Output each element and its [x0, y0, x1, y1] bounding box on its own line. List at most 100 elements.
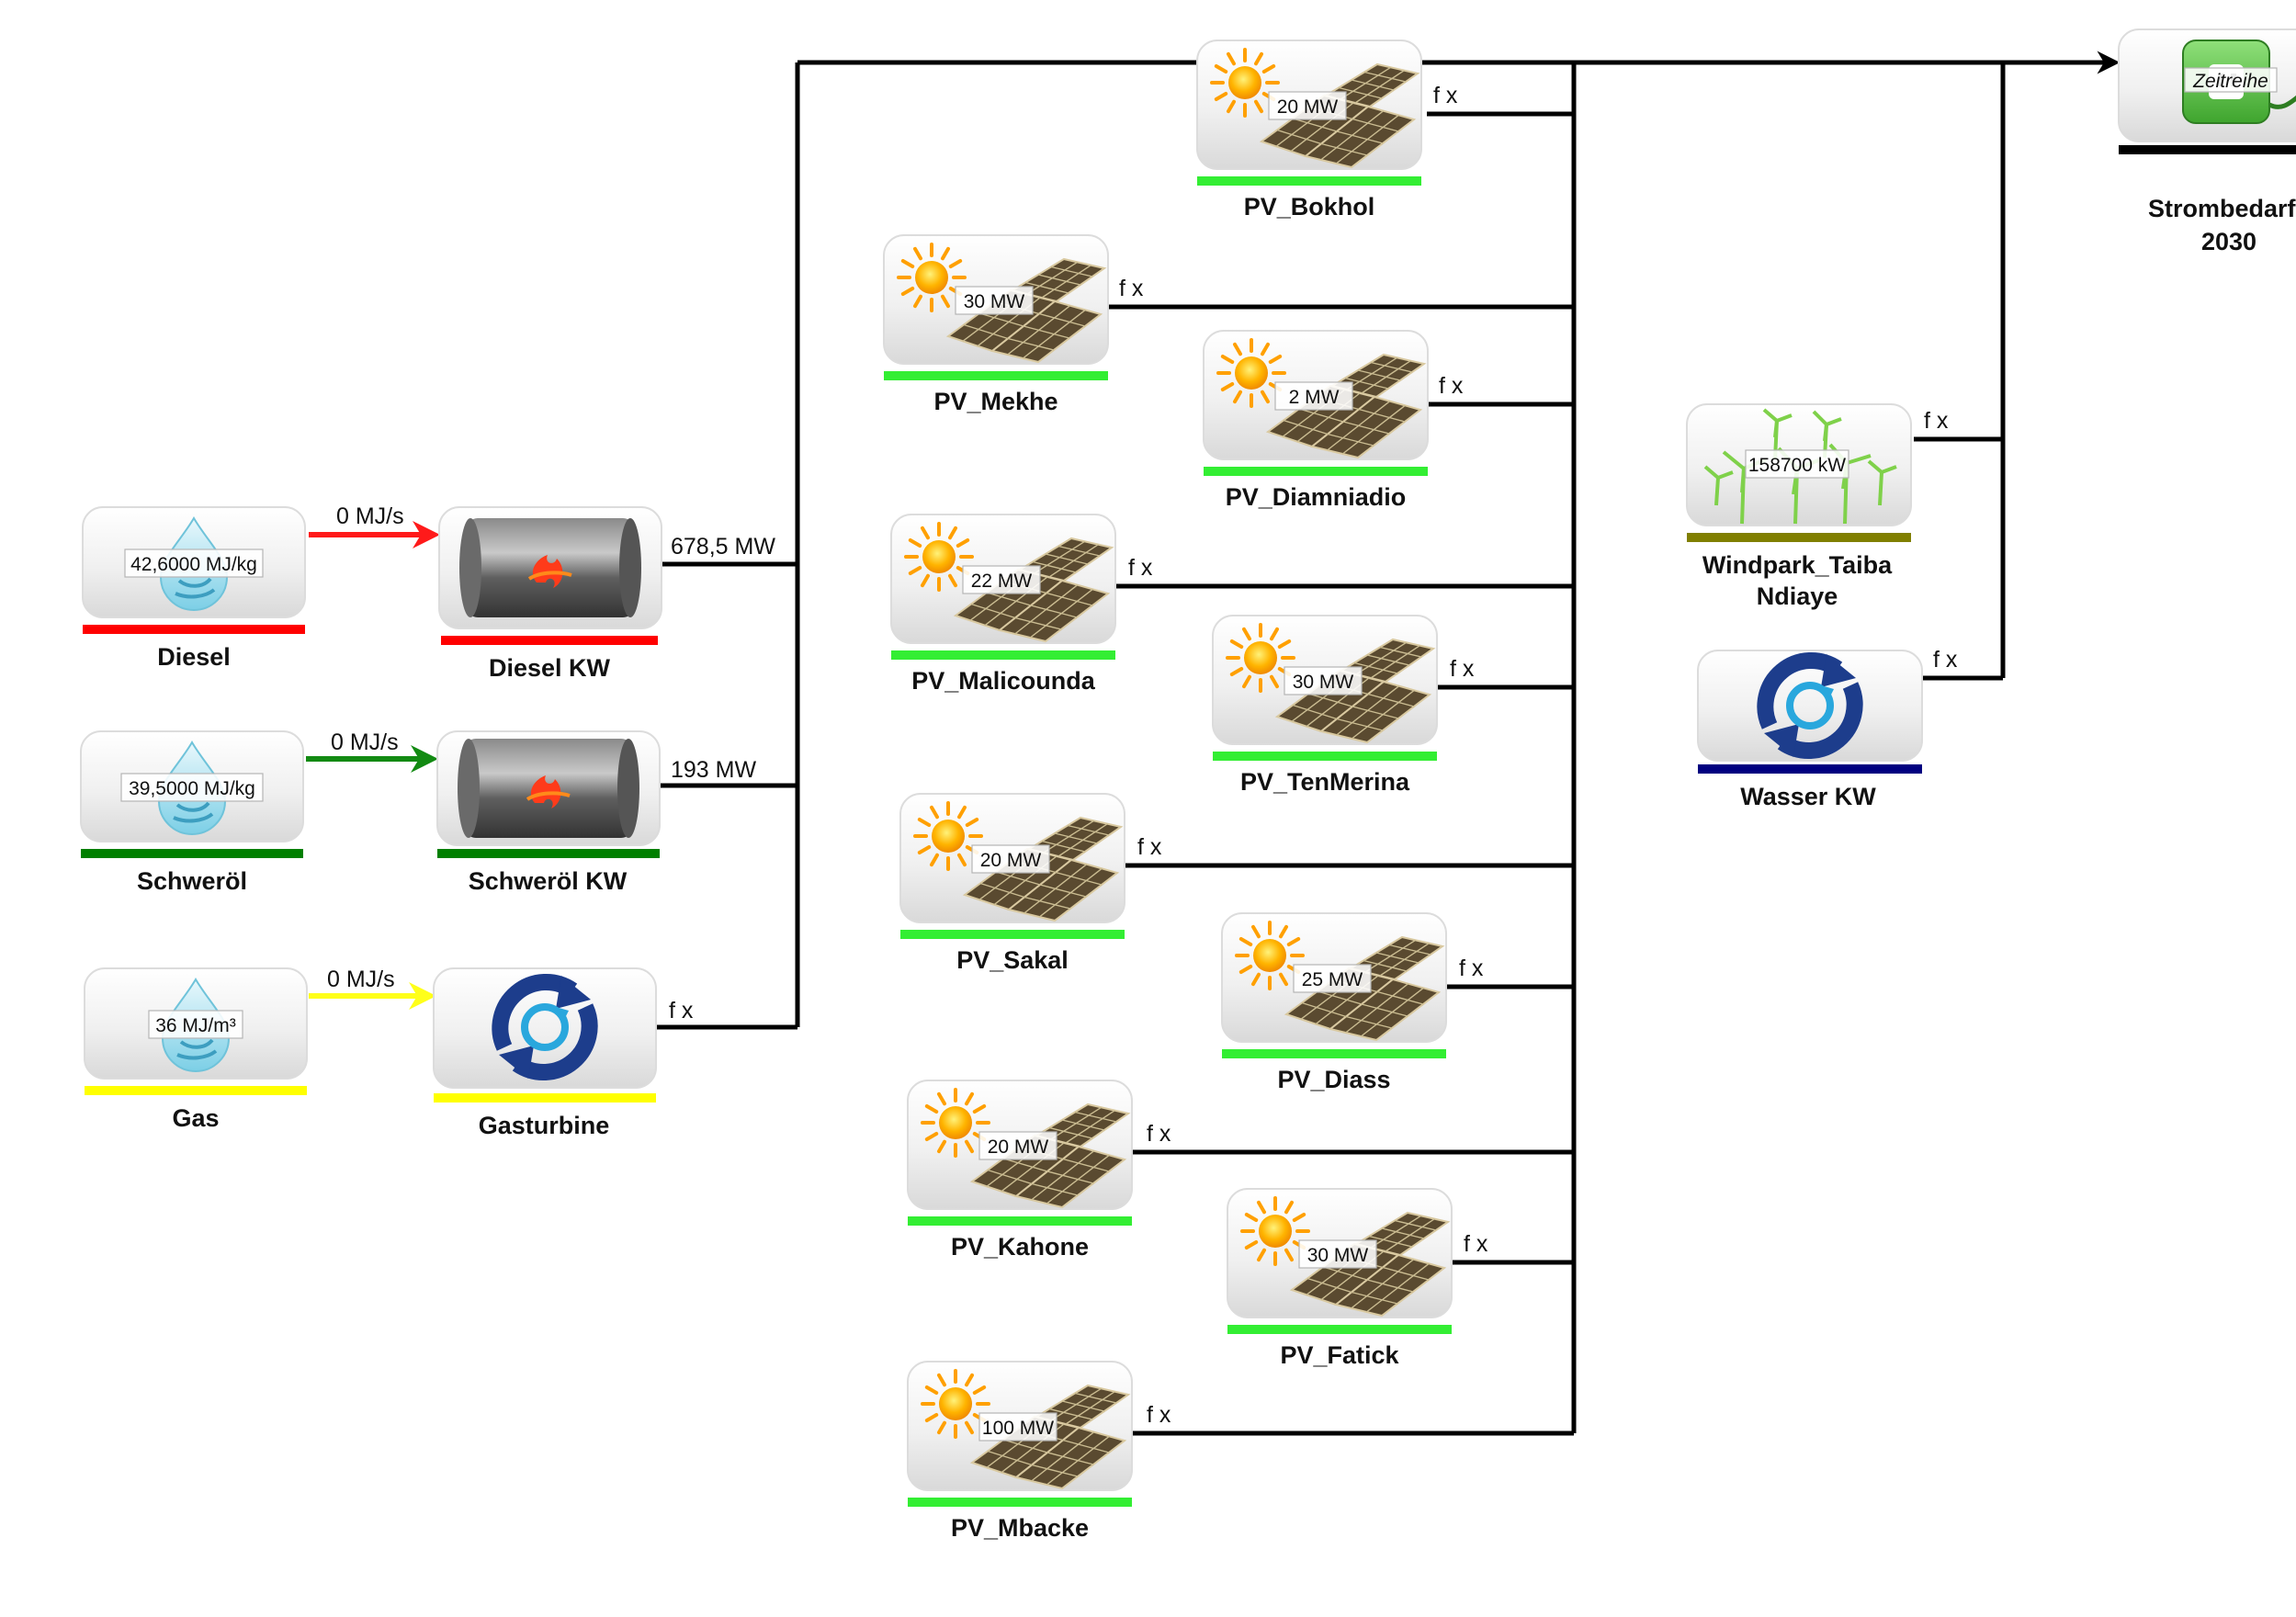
label-pv-sakal-fx: f x [1137, 834, 1162, 860]
node-pv-bokhol[interactable]: 20 MW PV_Bokhol [1196, 40, 1422, 220]
pv-diass-label: PV_Diass [1277, 1066, 1390, 1093]
pv-bokhol-color-bar [1197, 176, 1421, 186]
label-pv-kahone-fx: f x [1147, 1121, 1171, 1147]
node-schweroel-kw[interactable]: Schweröl KW [436, 730, 661, 895]
wasser-kw-label: Wasser KW [1740, 783, 1876, 810]
pv-mekhe-label: PV_Mekhe [933, 388, 1058, 415]
label-gas-flow: 0 MJ/s [327, 967, 395, 992]
label-pv-diamniadio-fx: f x [1439, 373, 1464, 399]
node-schweroel[interactable]: 39,5000 MJ/kg Schweröl [80, 730, 304, 895]
pv-tenmerina-value: 30 MW [1293, 672, 1354, 693]
gasturbine-color-bar [434, 1093, 656, 1102]
solar-panel-icon [1259, 62, 1420, 169]
sun-icon [921, 1369, 990, 1439]
pv-sakal-color-bar [900, 930, 1125, 939]
turbine-cycle-icon [492, 974, 598, 1080]
solar-panel-icon [1284, 935, 1445, 1042]
pv-kahone-label: PV_Kahone [951, 1233, 1089, 1261]
schweroel-label: Schweröl [137, 867, 247, 895]
diesel-color-bar [83, 625, 305, 634]
pv-malicounda-color-bar [891, 650, 1115, 660]
node-gasturbine[interactable]: Gasturbine [433, 967, 657, 1139]
turbine-cycle-icon [1757, 652, 1863, 759]
pv-malicounda-value: 22 MW [971, 571, 1033, 592]
node-pv-mekhe[interactable]: 30 MW PV_Mekhe [883, 234, 1109, 415]
node-strombedarf[interactable]: Zeitreihe Strombedarf 2030 [2118, 28, 2296, 255]
pv-fatick-color-bar [1227, 1325, 1452, 1334]
label-pv-mekhe-fx: f x [1119, 276, 1144, 301]
node-pv-malicounda[interactable]: 22 MW PV_Malicounda [890, 514, 1116, 695]
sun-icon [1240, 1196, 1310, 1266]
sun-icon [921, 1088, 990, 1158]
pv-tenmerina-label: PV_TenMerina [1240, 768, 1410, 796]
label-schweroel-kw-out: 193 MW [671, 757, 756, 783]
node-gas[interactable]: 36 MJ/m³ Gas [84, 967, 308, 1132]
pv-sakal-value: 20 MW [980, 850, 1042, 871]
pv-fatick-value: 30 MW [1307, 1245, 1369, 1266]
label-pv-fatick-fx: f x [1464, 1231, 1488, 1257]
diesel-kw-color-bar [441, 636, 658, 645]
pv-tenmerina-color-bar [1213, 752, 1437, 761]
gas-value: 36 MJ/m³ [155, 1015, 236, 1036]
node-diesel-kw[interactable]: Diesel KW [438, 506, 662, 682]
pv-malicounda-label: PV_Malicounda [911, 667, 1096, 695]
label-pv-bokhol-fx: f x [1433, 83, 1458, 108]
pv-mekhe-value: 30 MW [964, 291, 1025, 312]
combustion-tank-icon [458, 739, 639, 838]
wasser-kw-color-bar [1698, 764, 1922, 774]
node-wasser-kw[interactable]: Wasser KW [1697, 650, 1923, 810]
diesel-label: Diesel [157, 643, 231, 671]
gas-color-bar [85, 1086, 307, 1095]
node-pv-kahone[interactable]: 20 MW PV_Kahone [907, 1080, 1133, 1261]
pv-diamniadio-value: 2 MW [1289, 387, 1340, 408]
schweroel-value: 39,5000 MJ/kg [129, 778, 255, 799]
gasturbine-label: Gasturbine [479, 1112, 610, 1139]
windpark-value: 158700 kW [1748, 455, 1846, 476]
schweroel-color-bar [81, 849, 303, 858]
pv-diamniadio-label: PV_Diamniadio [1226, 483, 1407, 511]
label-pv-malicounda-fx: f x [1128, 555, 1153, 581]
pv-bokhol-label: PV_Bokhol [1244, 193, 1375, 220]
pv-mekhe-color-bar [884, 371, 1108, 380]
connection-lines [306, 51, 2121, 1436]
pv-diass-color-bar [1222, 1049, 1446, 1058]
strombedarf-color-bar [2119, 145, 2296, 154]
pv-kahone-color-bar [908, 1216, 1132, 1226]
strombedarf-label-line2: 2030 [2201, 228, 2256, 255]
windpark-label-line2: Ndiaye [1757, 582, 1838, 610]
sun-icon [1210, 48, 1280, 118]
pv-mbacke-label: PV_Mbacke [951, 1514, 1089, 1542]
sun-icon [1216, 338, 1286, 408]
node-diesel[interactable]: 42,6000 MJ/kg Diesel [82, 506, 306, 671]
gas-label: Gas [172, 1104, 219, 1132]
combustion-tank-icon [459, 518, 641, 617]
label-pv-tenmerina-fx: f x [1450, 656, 1475, 682]
pv-mbacke-value: 100 MW [982, 1418, 1054, 1439]
strombedarf-label-line1: Strombedarf [2148, 195, 2296, 222]
pv-fatick-label: PV_Fatick [1280, 1341, 1399, 1369]
pv-diamniadio-color-bar [1204, 467, 1428, 476]
pv-diass-value: 25 MW [1302, 969, 1363, 990]
pv-sakal-label: PV_Sakal [956, 946, 1069, 974]
diesel-value: 42,6000 MJ/kg [130, 554, 257, 575]
label-diesel-kw-out: 678,5 MW [671, 534, 775, 560]
node-pv-tenmerina[interactable]: 30 MW PV_TenMerina [1212, 615, 1438, 796]
node-windpark[interactable]: 158700 kW Windpark_Taiba Ndiaye [1686, 403, 1912, 610]
sun-icon [904, 522, 974, 592]
label-wasser-kw-fx: f x [1933, 647, 1958, 673]
diesel-kw-label: Diesel KW [489, 654, 611, 682]
node-pv-diamniadio[interactable]: 2 MW PV_Diamniadio [1203, 330, 1429, 511]
strombedarf-value: Zeitreihe [2192, 71, 2268, 92]
label-diesel-flow: 0 MJ/s [336, 503, 404, 529]
pv-bokhol-value: 20 MW [1277, 96, 1339, 118]
node-pv-fatick[interactable]: 30 MW PV_Fatick [1227, 1188, 1453, 1369]
sun-icon [897, 243, 967, 312]
node-pv-sakal[interactable]: 20 MW PV_Sakal [899, 793, 1125, 974]
pv-kahone-value: 20 MW [988, 1136, 1049, 1158]
label-windpark-fx: f x [1924, 408, 1949, 434]
windpark-label-line1: Windpark_Taiba [1702, 551, 1893, 579]
label-gasturbine-fx: f x [669, 998, 694, 1023]
node-pv-diass[interactable]: 25 MW PV_Diass [1221, 912, 1447, 1093]
pv-mbacke-color-bar [908, 1498, 1132, 1507]
node-pv-mbacke[interactable]: 100 MW PV_Mbacke [907, 1361, 1133, 1542]
